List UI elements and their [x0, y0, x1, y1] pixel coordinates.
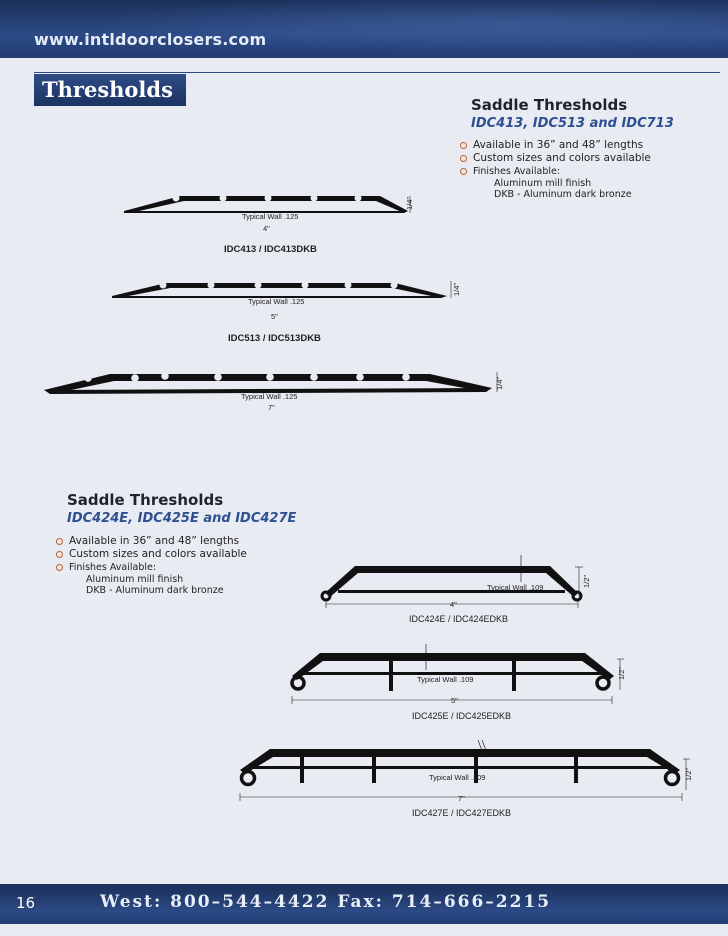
top-block-title: Saddle Thresholds	[471, 96, 628, 114]
idc513-height-label: 1/4"	[452, 282, 461, 296]
idc424e-width-label: 4"	[450, 600, 457, 609]
idc427e-wall-label: Typical Wall .109	[429, 773, 486, 782]
idc427e-part-number: IDC427E / IDC427EDKB	[412, 808, 512, 818]
idc425e-wall-label: Typical Wall .109	[417, 675, 474, 684]
page-number: 16	[16, 894, 36, 912]
idc424e-profile	[320, 555, 583, 608]
bottom-block-bullets: Available in 36” and 48” lengths Custom …	[56, 535, 276, 596]
idc413-profile	[124, 194, 411, 213]
bottom-block-models: IDC424E, IDC425E and IDC427E	[67, 511, 297, 526]
top-block-models: IDC413, IDC513 and IDC713	[471, 116, 674, 131]
bullet-circle-icon	[56, 564, 63, 571]
idc713-profile	[44, 372, 498, 394]
idc413-width-label: 4"	[263, 224, 270, 233]
finish-item: DKB - Aluminum dark bronze	[86, 585, 224, 596]
idc713-wall-label: Typical Wall .125	[241, 392, 298, 401]
bullet-item: Custom sizes and colors available	[460, 152, 660, 165]
finish-item: DKB - Aluminum dark bronze	[494, 189, 632, 200]
idc513-width-label: 5"	[271, 312, 278, 321]
idc424e-part-number: IDC424E / IDC424EDKB	[409, 614, 509, 624]
top-block-bullets: Available in 36” and 48” lengths Custom …	[460, 139, 660, 200]
idc413-part-number: IDC413 / IDC413DKB	[224, 244, 317, 255]
idc413-height-label: 1/4"	[405, 196, 414, 210]
idc513-profile	[112, 281, 452, 298]
idc513-wall-label: Typical Wall .125	[248, 297, 305, 306]
bullet-circle-icon	[460, 168, 467, 175]
finish-item: Aluminum mill finish	[494, 178, 592, 189]
section-tab: Thresholds	[34, 74, 186, 106]
bullet-circle-icon	[56, 551, 63, 558]
idc425e-width-label: 5"	[451, 696, 458, 705]
header-glow	[0, 0, 728, 58]
bullet-item: Available in 36” and 48” lengths	[460, 139, 660, 152]
contact-info: West: 800–544–4422 Fax: 714–666–2215	[100, 892, 552, 912]
bullet-item: Finishes Available:	[460, 165, 660, 178]
idc427e-height-label: 1/2"	[684, 767, 693, 781]
page-header: www.intldoorclosers.com	[0, 0, 728, 58]
page-footer: 16 West: 800–544–4422 Fax: 714–666–2215	[0, 884, 728, 924]
idc413-wall-label: Typical Wall .125	[242, 212, 299, 221]
bullet-circle-icon	[460, 155, 467, 162]
finish-item: Aluminum mill finish	[86, 574, 184, 585]
idc713-width-label: 7"	[268, 403, 275, 412]
idc425e-height-label: 1/2"	[617, 666, 626, 680]
section-rule	[34, 72, 720, 73]
bottom-block-title: Saddle Thresholds	[67, 491, 224, 509]
bullet-item: Available in 36” and 48” lengths	[56, 535, 276, 548]
idc425e-part-number: IDC425E / IDC425EDKB	[412, 711, 512, 721]
section-title: Thresholds	[42, 77, 173, 102]
idc513-part-number: IDC513 / IDC513DKB	[228, 333, 321, 344]
idc424e-height-label: 1/2"	[582, 574, 591, 588]
bullet-item: Custom sizes and colors available	[56, 548, 276, 561]
idc424e-wall-label: Typical Wall .109	[487, 583, 544, 592]
bullet-circle-icon	[56, 538, 63, 545]
idc425e-profile	[290, 644, 624, 704]
idc427e-profile	[239, 739, 690, 801]
bullet-item: Finishes Available:	[56, 561, 276, 574]
idc713-height-label: 1/4"	[495, 376, 504, 390]
website-url[interactable]: www.intldoorclosers.com	[34, 30, 267, 49]
bullet-circle-icon	[460, 142, 467, 149]
idc427e-width-label: 7"	[458, 794, 465, 803]
